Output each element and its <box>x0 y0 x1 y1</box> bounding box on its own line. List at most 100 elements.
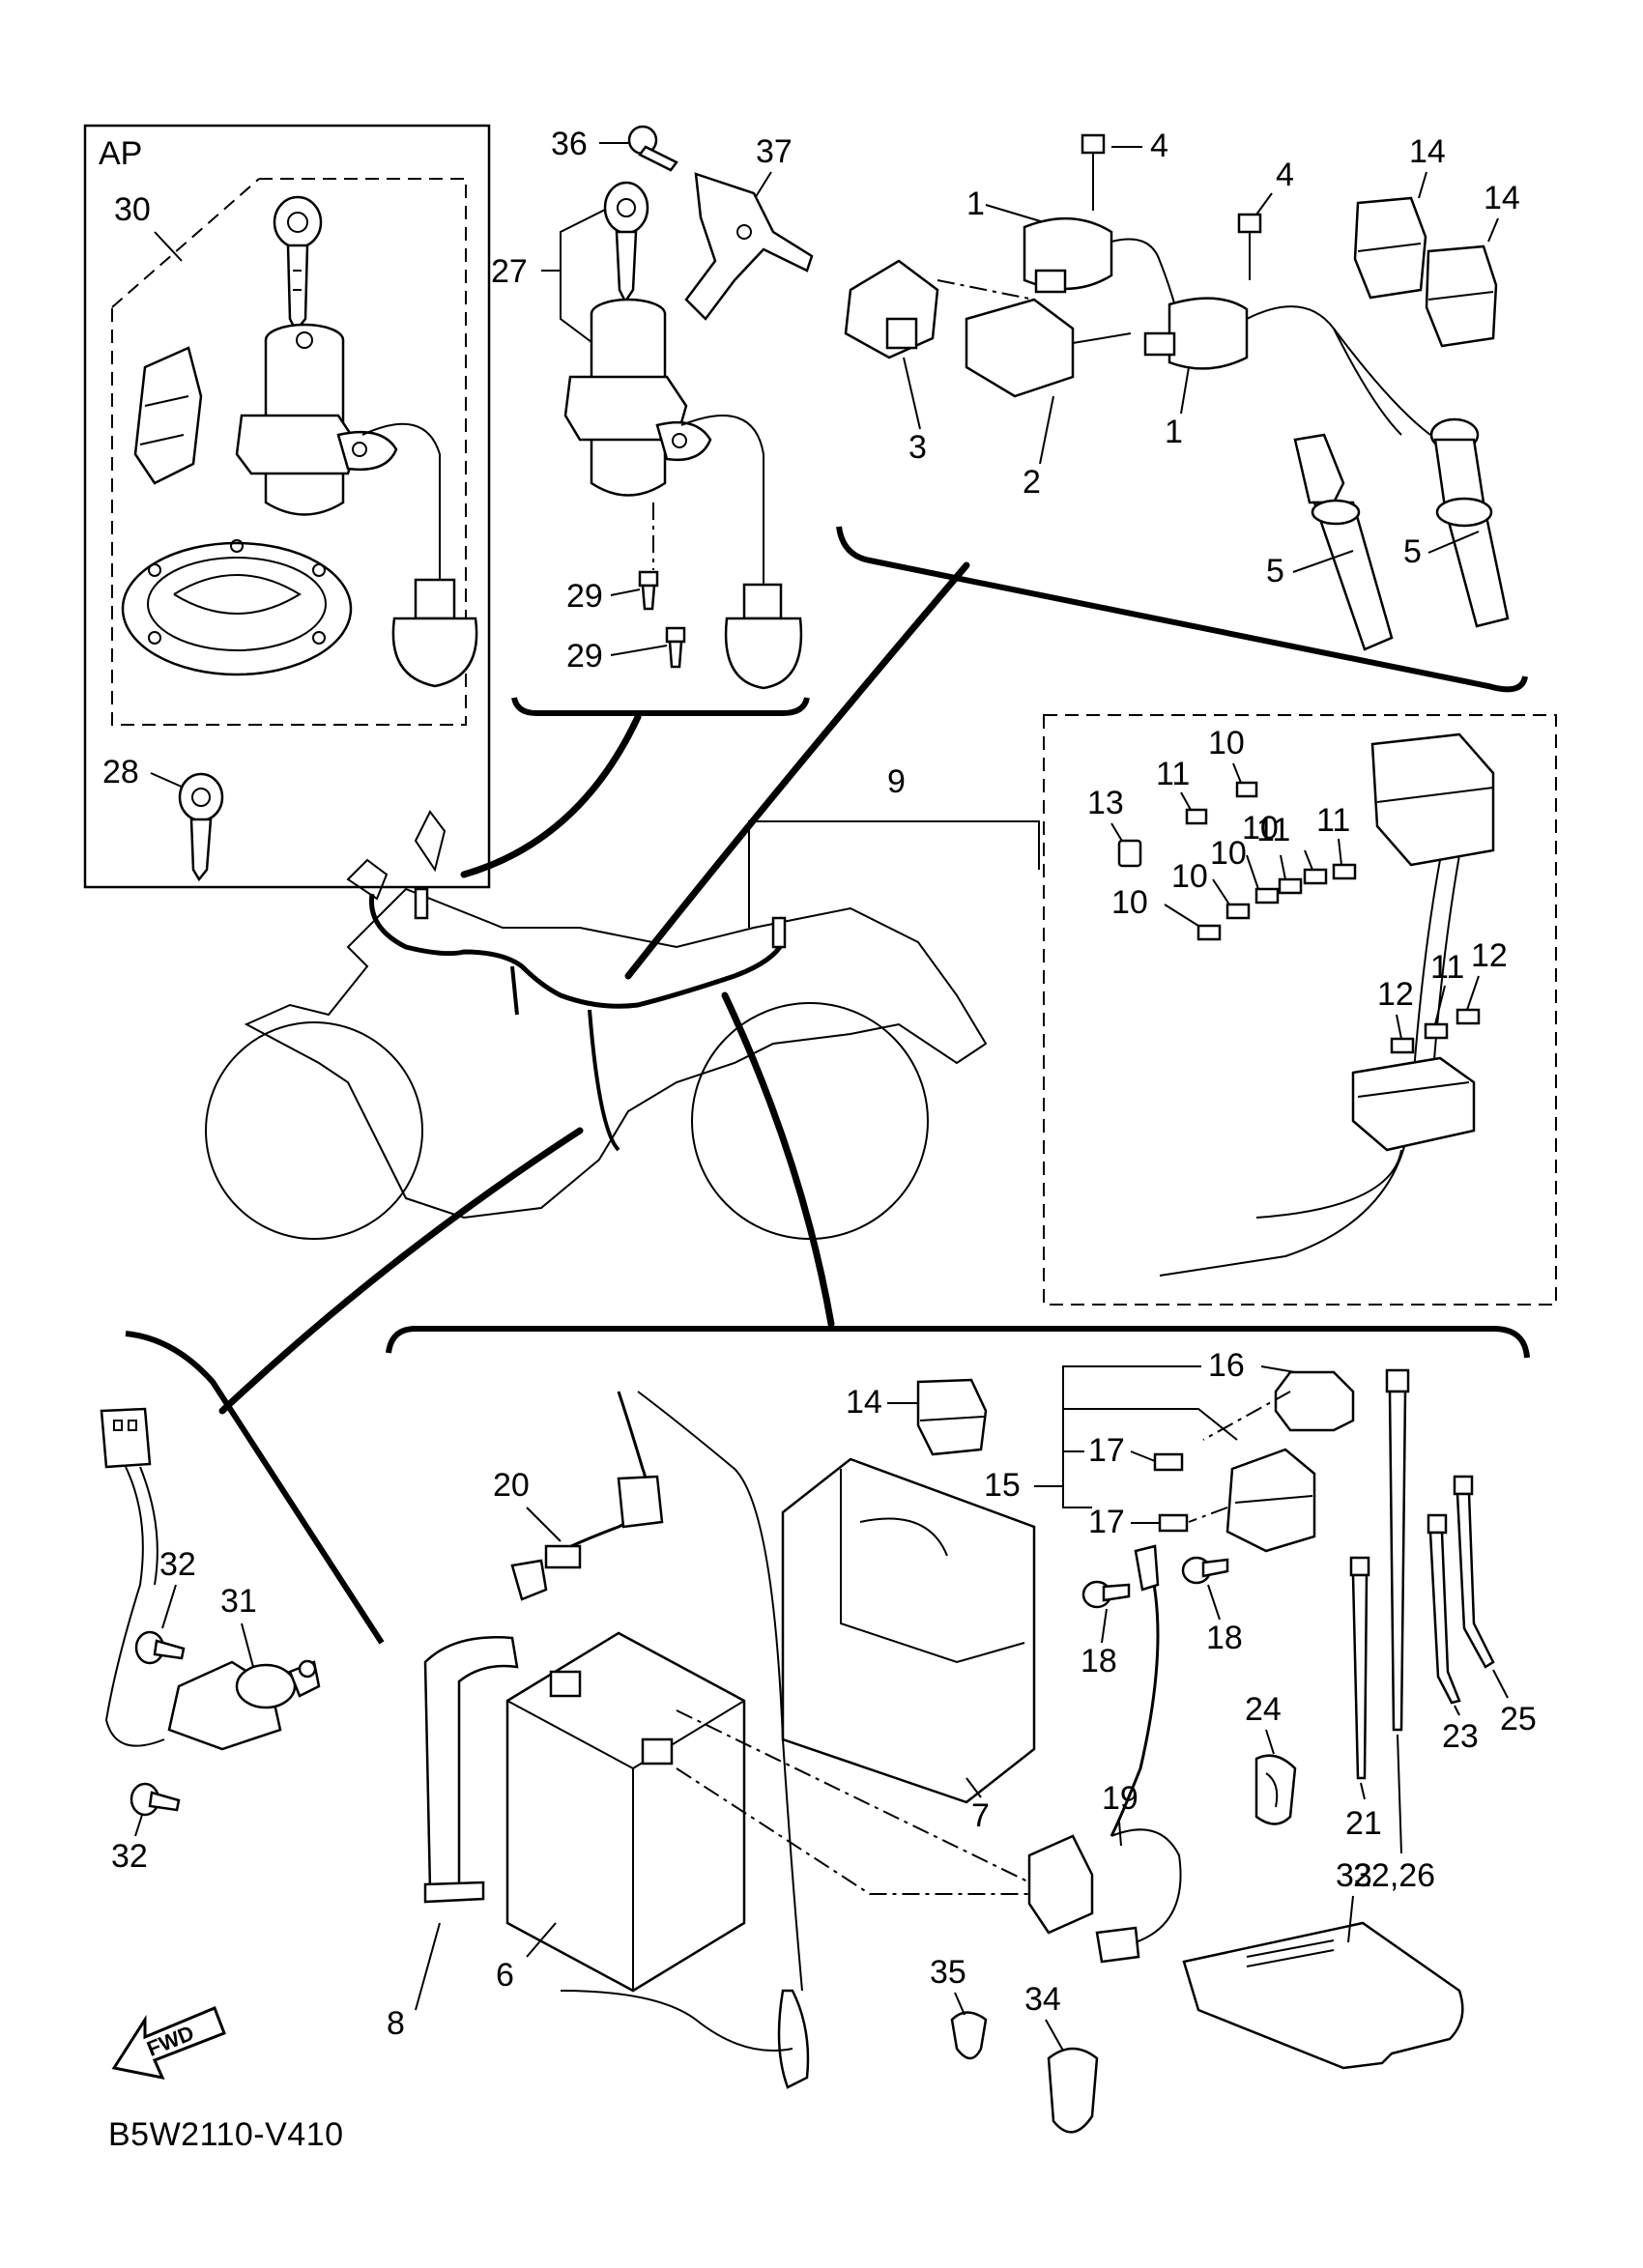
label-10-a[interactable]: 10 <box>1208 725 1245 761</box>
front-wheel <box>205 1021 423 1240</box>
label-11-b[interactable]: 11 <box>1256 812 1290 848</box>
label-7[interactable]: 7 <box>971 1797 990 1834</box>
cable-tie-icon <box>1427 1513 1461 1705</box>
coil-connector-icon <box>844 259 939 359</box>
fuse-icon <box>1278 877 1303 895</box>
band-clip-icon <box>1047 2047 1099 2134</box>
label-31[interactable]: 31 <box>220 1583 257 1620</box>
wire-harness <box>368 887 787 1152</box>
label-14-c[interactable]: 14 <box>846 1384 882 1421</box>
sensor-icon <box>167 1659 321 1751</box>
clip-screw-icon <box>627 125 678 172</box>
clamp-icon <box>1254 1754 1297 1825</box>
label-16[interactable]: 16 <box>1208 1347 1245 1384</box>
key-icon <box>273 195 323 333</box>
band-clip-icon <box>950 2011 988 2060</box>
label-28[interactable]: 28 <box>102 754 139 790</box>
fuse-box-icon <box>1255 1056 1476 1219</box>
spark-plug-cap-icon <box>1429 417 1510 628</box>
label-22-26[interactable]: 22,26 <box>1353 1857 1435 1894</box>
label-20[interactable]: 20 <box>493 1467 530 1504</box>
label-35[interactable]: 35 <box>930 1954 966 1991</box>
bolt-icon <box>1081 1580 1131 1609</box>
label-2[interactable]: 2 <box>1023 464 1041 501</box>
relay-icon <box>1117 839 1142 868</box>
label-29-a[interactable]: 29 <box>566 578 603 615</box>
label-6[interactable]: 6 <box>496 1957 514 1994</box>
cable-tie-icon <box>1385 1368 1410 1732</box>
label-10-c[interactable]: 10 <box>1242 810 1279 847</box>
label-23[interactable]: 23 <box>1442 1718 1479 1755</box>
label-13[interactable]: 13 <box>1087 785 1124 821</box>
fuse-icon <box>1332 863 1357 880</box>
ignition-lock-icon <box>235 323 478 688</box>
ignition-key-icon <box>603 181 649 304</box>
label-10-d[interactable]: 10 <box>1171 858 1208 895</box>
ap-kit-group: AP 30 <box>83 124 491 889</box>
battery-group: 14 16 15 17 17 18 18 <box>386 1326 1537 2134</box>
label-37[interactable]: 37 <box>756 133 793 170</box>
label-12-b[interactable]: 12 <box>1471 937 1508 974</box>
label-18-b[interactable]: 18 <box>1206 1620 1243 1656</box>
label-9[interactable]: 9 <box>887 763 906 800</box>
fuse-icon <box>1254 887 1280 904</box>
bolt-icon <box>1237 213 1262 280</box>
label-34[interactable]: 34 <box>1024 1981 1061 2018</box>
label-27[interactable]: 27 <box>491 253 528 290</box>
fuse-box-group: 13 11 10 11 11 10 10 10 10 12 11 12 <box>1043 714 1557 1306</box>
screw-icon <box>665 626 686 669</box>
label-8[interactable]: 8 <box>387 2005 405 2042</box>
bolt-icon <box>1081 133 1106 211</box>
lock-switch-icon <box>133 346 203 485</box>
label-11-a[interactable]: 11 <box>1156 756 1190 792</box>
label-19[interactable]: 19 <box>1102 1780 1139 1817</box>
rubber-sheet-icon <box>1182 1921 1464 2070</box>
label-3[interactable]: 3 <box>908 429 927 466</box>
relay-icon <box>1425 244 1498 348</box>
fuse-icon <box>1153 1452 1184 1472</box>
label-32-b[interactable]: 32 <box>111 1838 148 1875</box>
battery-band-icon <box>423 1636 519 1904</box>
label-17-b[interactable]: 17 <box>1088 1504 1125 1540</box>
label-32-a[interactable]: 32 <box>159 1546 196 1583</box>
label-1-a[interactable]: 1 <box>966 186 985 222</box>
fuse-icon <box>1158 1513 1189 1533</box>
label-4-a[interactable]: 4 <box>1150 128 1168 164</box>
label-36[interactable]: 36 <box>551 126 588 162</box>
ignition-switch-group: 36 37 27 29 <box>491 125 814 716</box>
label-14-b[interactable]: 14 <box>1484 180 1520 216</box>
label-11-c[interactable]: 11 <box>1316 802 1350 839</box>
fuse-icon <box>1456 1008 1481 1025</box>
label-11-d[interactable]: 11 <box>1430 949 1464 986</box>
battery-cable-icon <box>510 1391 810 2089</box>
label-24[interactable]: 24 <box>1245 1691 1282 1728</box>
label-18-a[interactable]: 18 <box>1081 1643 1117 1679</box>
label-29-b[interactable]: 29 <box>566 638 603 675</box>
fuse-icon <box>1303 868 1328 885</box>
battery-cover-icon <box>781 1457 1036 1804</box>
fuse-icon <box>1185 808 1208 825</box>
label-21[interactable]: 21 <box>1345 1805 1382 1842</box>
fuse-icon <box>1235 781 1258 798</box>
label-12-a[interactable]: 12 <box>1377 976 1414 1013</box>
label-14-a[interactable]: 14 <box>1409 133 1446 170</box>
label-33[interactable]: 33 <box>1336 1857 1372 1894</box>
label-25[interactable]: 25 <box>1500 1701 1537 1737</box>
fuse-icon <box>1424 1022 1449 1040</box>
ignition-coil-icon <box>1143 297 1402 436</box>
label-5-b[interactable]: 5 <box>1403 533 1422 570</box>
label-4-b[interactable]: 4 <box>1276 157 1294 193</box>
label-10-b[interactable]: 10 <box>1210 835 1247 872</box>
battery-icon <box>505 1631 746 1993</box>
label-15[interactable]: 15 <box>984 1467 1021 1504</box>
label-5-a[interactable]: 5 <box>1266 553 1284 589</box>
label-1-b[interactable]: 1 <box>1165 414 1183 450</box>
ap-kit-frame <box>83 124 491 889</box>
ap-group-tag: AP <box>99 135 142 172</box>
fuse-box-dashed-frame <box>1043 714 1557 1306</box>
label-10-e[interactable]: 10 <box>1111 884 1148 921</box>
diagram-code: B5W2110-V410 <box>108 2116 344 2153</box>
label-30[interactable]: 30 <box>114 191 151 228</box>
label-17-a[interactable]: 17 <box>1088 1432 1125 1469</box>
